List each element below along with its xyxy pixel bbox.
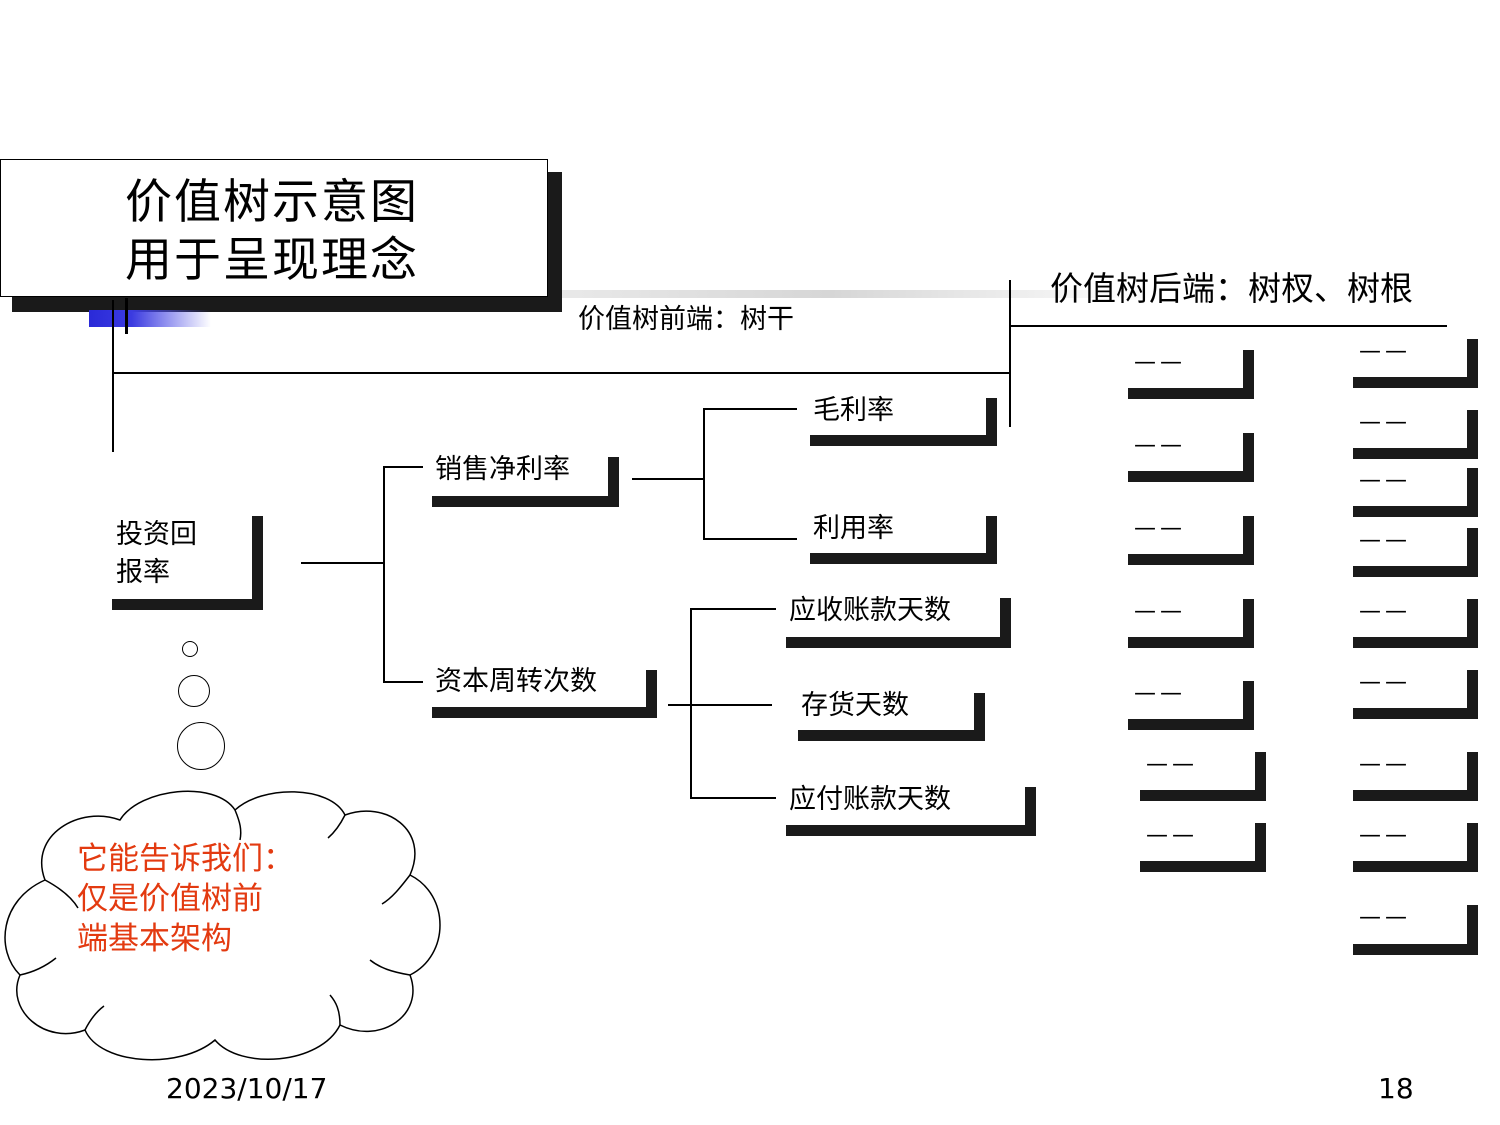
back-col2-placeholder-5: —— (1359, 599, 1411, 624)
payable-days-label: 应付账款天数 (789, 784, 951, 815)
inventory-days-label: 存货天数 (801, 690, 909, 721)
receivable-days-label: 应收账款天数 (789, 595, 951, 626)
page-number: 18 (1378, 1072, 1414, 1105)
title-tick (125, 298, 128, 334)
back-col2-bracket-4 (1353, 528, 1478, 577)
capital-turnover-label: 资本周转次数 (435, 666, 597, 697)
back-col2-bracket-6 (1353, 670, 1478, 719)
back-col1-bracket-1 (1128, 350, 1254, 399)
root-node-label-2: 报率 (116, 557, 170, 588)
net-margin-spine (703, 408, 705, 539)
capital-turnover-connector (668, 704, 772, 706)
back-col1-placeholder-5: —— (1134, 681, 1186, 706)
gross-margin-label: 毛利率 (813, 395, 894, 426)
title-line-1: 价值树示意图 (125, 175, 419, 230)
level1-spine (383, 466, 385, 682)
back-col2-bracket-5 (1353, 599, 1478, 648)
back-col2-placeholder-1: —— (1359, 339, 1411, 364)
back-col1-bracket-7 (1140, 823, 1266, 872)
capital-turnover-spine (690, 608, 692, 798)
back-col2-bracket-2 (1353, 410, 1478, 459)
callout-cloud (4, 790, 441, 1061)
gross-margin-bracket (810, 398, 997, 446)
back-col2-placeholder-7: —— (1359, 752, 1411, 777)
back-col2-placeholder-6: —— (1359, 670, 1411, 695)
back-col2-placeholder-9: —— (1359, 905, 1411, 930)
back-col2-bracket-1 (1353, 339, 1478, 388)
title-box: 价值树示意图 用于呈现理念 (0, 159, 548, 297)
back-col2-bracket-3 (1353, 468, 1478, 517)
back-end-label: 价值树后端：树杈、树根 (1050, 269, 1413, 308)
back-col2-placeholder-3: —— (1359, 468, 1411, 493)
callout-text-3: 端基本架构 (77, 921, 232, 957)
root-node-bracket (112, 516, 263, 610)
callout-text-2: 仅是价值树前 (77, 881, 263, 917)
back-col1-placeholder-2: —— (1134, 433, 1186, 458)
utilization-branch (703, 538, 797, 540)
payable-days-bracket (786, 787, 1036, 836)
net-margin-connector (632, 478, 704, 480)
front-range-left-tick (112, 300, 114, 452)
callout-text-1: 它能告诉我们： (77, 841, 294, 877)
back-col1-bracket-6 (1140, 752, 1266, 801)
footer-date: 2023/10/17 (166, 1072, 328, 1105)
back-col1-placeholder-4: —— (1134, 599, 1186, 624)
title-accent-bar (89, 310, 211, 327)
utilization-bracket (810, 516, 997, 564)
back-col1-bracket-3 (1128, 516, 1254, 565)
gross-margin-branch (703, 408, 797, 410)
back-col2-bracket-9 (1353, 905, 1478, 955)
back-col2-bracket-7 (1353, 752, 1478, 801)
back-col1-bracket-4 (1128, 599, 1254, 648)
back-col1-placeholder-3: —— (1134, 516, 1186, 541)
back-col1-placeholder-7: —— (1146, 823, 1198, 848)
capital-turnover-bracket (432, 670, 657, 718)
receivable-days-bracket (786, 598, 1011, 648)
back-range-line (1009, 325, 1447, 327)
thought-bubble-medium (178, 675, 210, 707)
back-col1-bracket-2 (1128, 433, 1254, 482)
thought-bubble-large (177, 722, 225, 770)
root-connector (301, 562, 384, 564)
back-col2-bracket-8 (1353, 823, 1478, 872)
payable-days-branch (690, 797, 776, 799)
net-margin-label: 销售净利率 (435, 454, 570, 485)
front-range-line (112, 372, 1010, 374)
utilization-label: 利用率 (813, 513, 894, 544)
front-range-right-tick (1009, 280, 1011, 427)
back-col1-bracket-5 (1128, 681, 1254, 730)
title-underline-rule (560, 290, 1160, 298)
root-node-label-1: 投资回 (116, 519, 197, 550)
inventory-days-bracket (798, 693, 985, 741)
receivable-days-branch (690, 608, 776, 610)
front-end-label: 价值树前端：树干 (578, 304, 794, 335)
thought-bubble-small (182, 641, 198, 657)
back-col1-placeholder-1: —— (1134, 350, 1186, 375)
level1-branch-bottom (383, 681, 423, 683)
back-col2-placeholder-4: —— (1359, 528, 1411, 553)
net-margin-bracket (432, 457, 619, 507)
level1-branch-top (383, 466, 423, 468)
back-col1-placeholder-6: —— (1146, 752, 1198, 777)
back-col2-placeholder-2: —— (1359, 410, 1411, 435)
title-line-2: 用于呈现理念 (125, 233, 419, 288)
back-col2-placeholder-8: —— (1359, 823, 1411, 848)
